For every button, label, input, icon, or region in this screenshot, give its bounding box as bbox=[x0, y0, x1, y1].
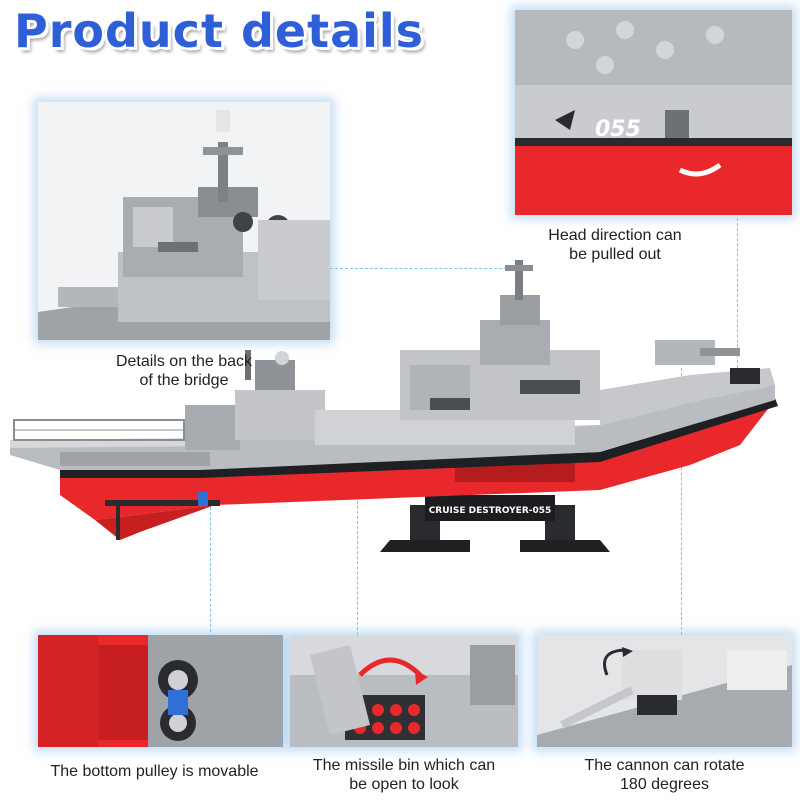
cannon-detail-panel bbox=[537, 635, 792, 747]
pulley-caption: The bottom pulley is movable bbox=[50, 763, 259, 780]
head-detail-panel: 055 bbox=[515, 10, 792, 215]
head-caption: Head direction can be pulled out bbox=[548, 227, 682, 263]
cannon-caption: The cannon can rotate 180 degrees bbox=[584, 757, 745, 793]
missile-detail-panel bbox=[290, 635, 518, 747]
hull-number: 055 bbox=[595, 117, 641, 142]
leader-line-missile bbox=[357, 425, 358, 635]
bridge-detail-panel bbox=[38, 102, 330, 340]
page-title: Product details bbox=[14, 4, 425, 58]
leader-line-bridge bbox=[330, 268, 522, 269]
pulley-detail-panel bbox=[38, 635, 283, 747]
leader-line-pulley bbox=[210, 492, 211, 637]
leader-line-cannon bbox=[681, 368, 682, 635]
missile-caption: The missile bin which can be open to loo… bbox=[312, 757, 496, 793]
ship-main-image: CRUISE DESTROYER-055 bbox=[0, 240, 800, 560]
leader-line-head bbox=[737, 218, 738, 373]
bridge-caption: Details on the back of the bridge bbox=[115, 353, 253, 389]
stand-label: CRUISE DESTROYER-055 bbox=[429, 506, 552, 516]
